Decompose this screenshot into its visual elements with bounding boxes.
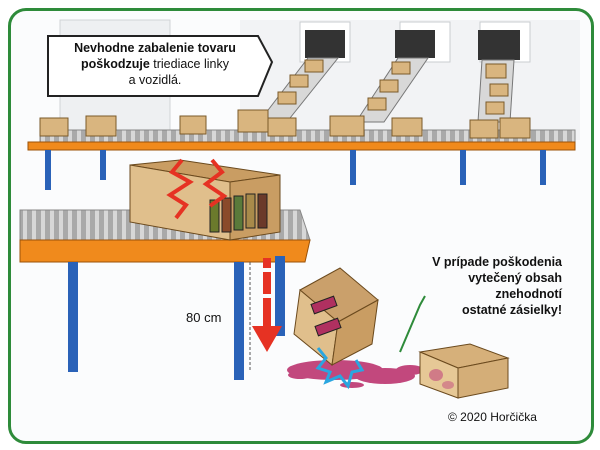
falling-box <box>293 267 379 390</box>
sorting-chutes <box>260 30 520 123</box>
speech-bubble <box>47 35 274 97</box>
damage-zigzag-right <box>202 158 228 208</box>
damage-zigzag-left <box>166 158 194 220</box>
back-conveyor <box>27 109 576 190</box>
bottles <box>209 193 268 233</box>
height-label: 80 cm <box>186 310 222 325</box>
chute-1 <box>260 30 345 119</box>
chute-2 <box>355 30 435 123</box>
callout-right-line2: vytečený obsah znehodnotí <box>468 271 562 301</box>
callout-top-line3: a vozidlá. <box>128 73 182 87</box>
callout-top-line1: Nevhodne zabalenie tovaru <box>74 41 236 55</box>
callout-top-text: Nevhodne zabalenie tovaru poškodzuje tri… <box>60 40 250 88</box>
callout-top-line2-bold: poškodzuje <box>81 57 150 71</box>
callout-pointer <box>399 295 426 353</box>
spill-puddle <box>287 360 424 388</box>
box-with-bottles <box>129 158 281 241</box>
callout-right-text: V prípade poškodenia vytečený obsah zneh… <box>432 254 562 318</box>
fall-arrow <box>252 258 282 352</box>
impact-zigzag <box>315 347 365 390</box>
callout-top-line2-rest: triediace linky <box>149 57 229 71</box>
copyright-text: © 2020 Horčička <box>448 410 537 424</box>
callout-right-line3: ostatné zásielky! <box>461 303 562 317</box>
stained-box <box>418 343 510 399</box>
chute-3 <box>477 30 520 123</box>
front-conveyor <box>19 209 311 380</box>
callout-right-line1: V prípade poškodenia <box>432 255 562 269</box>
